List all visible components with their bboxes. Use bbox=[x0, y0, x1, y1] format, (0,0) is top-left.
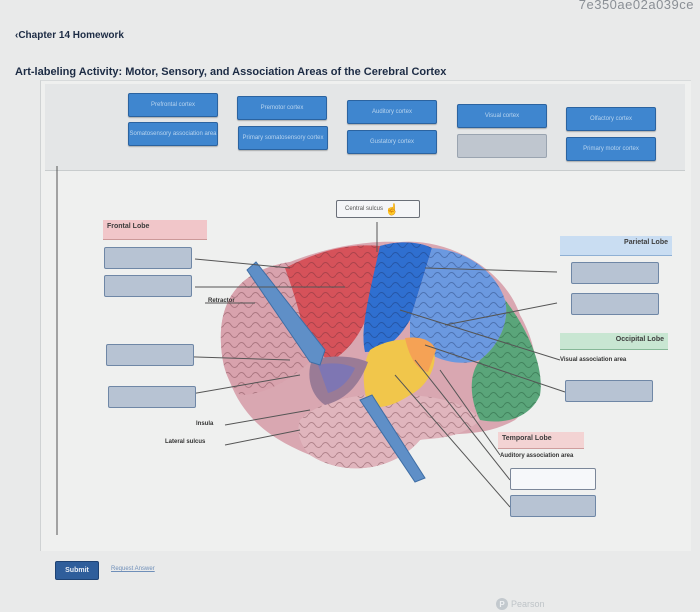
parietal-lobe-label: Parietal Lobe bbox=[560, 236, 672, 256]
back-to-chapter-link[interactable]: ‹Chapter 14 Homework bbox=[15, 30, 124, 41]
drop-target-temporal-2[interactable] bbox=[510, 495, 596, 517]
request-answer-link[interactable]: Request Answer bbox=[111, 566, 155, 572]
pearson-wordmark: Pearson bbox=[511, 599, 545, 609]
auditory-association-area-label: Auditory association area bbox=[500, 453, 574, 459]
drop-target-frontal-1[interactable] bbox=[104, 247, 192, 269]
drop-target-occipital[interactable] bbox=[565, 380, 653, 402]
label-tile-empty-slot bbox=[457, 134, 547, 158]
label-bank-divider bbox=[45, 170, 685, 171]
activity-title: Art-labeling Activity: Motor, Sensory, a… bbox=[15, 66, 447, 78]
pearson-p-icon: P bbox=[496, 598, 508, 610]
label-tile-premotor-cortex[interactable]: Premotor cortex bbox=[237, 96, 327, 120]
label-tile-gustatory-cortex[interactable]: Gustatory cortex bbox=[347, 130, 437, 154]
drop-target-frontal-4[interactable] bbox=[108, 386, 196, 408]
label-tile-visual-cortex[interactable]: Visual cortex bbox=[457, 104, 547, 128]
lateral-sulcus-label: Lateral sulcus bbox=[165, 439, 206, 445]
visual-association-area-label: Visual association area bbox=[560, 357, 627, 363]
hand-cursor-icon: ☝ bbox=[385, 203, 399, 216]
drop-target-parietal-2[interactable] bbox=[571, 293, 659, 315]
label-tile-primary-motor-cortex[interactable]: Primary motor cortex bbox=[566, 137, 656, 161]
occipital-lobe-label: Occipital Lobe bbox=[560, 333, 668, 350]
leader-lines bbox=[56, 166, 566, 535]
label-tile-auditory-cortex[interactable]: Auditory cortex bbox=[347, 100, 437, 124]
label-tile-somatosensory-association-area[interactable]: Somatosensory association area bbox=[128, 122, 218, 146]
temporal-lobe-label: Temporal Lobe bbox=[498, 432, 584, 449]
central-sulcus-label[interactable]: Central sulcus ☝ bbox=[336, 200, 420, 218]
retractor-label: Retractor bbox=[208, 298, 235, 304]
drop-target-frontal-2[interactable] bbox=[104, 275, 192, 297]
pearson-logo: P Pearson bbox=[496, 598, 545, 610]
drop-target-frontal-3[interactable] bbox=[106, 344, 194, 366]
label-tile-prefrontal-cortex[interactable]: Prefrontal cortex bbox=[128, 93, 218, 117]
url-fragment: 7e350ae02a039ce bbox=[578, 0, 694, 12]
label-tile-olfactory-cortex[interactable]: Olfactory cortex bbox=[566, 107, 656, 131]
frontal-lobe-label: Frontal Lobe bbox=[103, 220, 207, 240]
label-tile-primary-somatosensory-cortex[interactable]: Primary somatosensory cortex bbox=[238, 126, 328, 150]
central-sulcus-text: Central sulcus bbox=[345, 206, 384, 212]
submit-button[interactable]: Submit bbox=[55, 561, 99, 580]
insula-label: Insula bbox=[196, 421, 214, 427]
drop-target-temporal-1[interactable] bbox=[510, 468, 596, 490]
drop-target-parietal-1[interactable] bbox=[571, 262, 659, 284]
brain-illustration bbox=[220, 241, 541, 483]
